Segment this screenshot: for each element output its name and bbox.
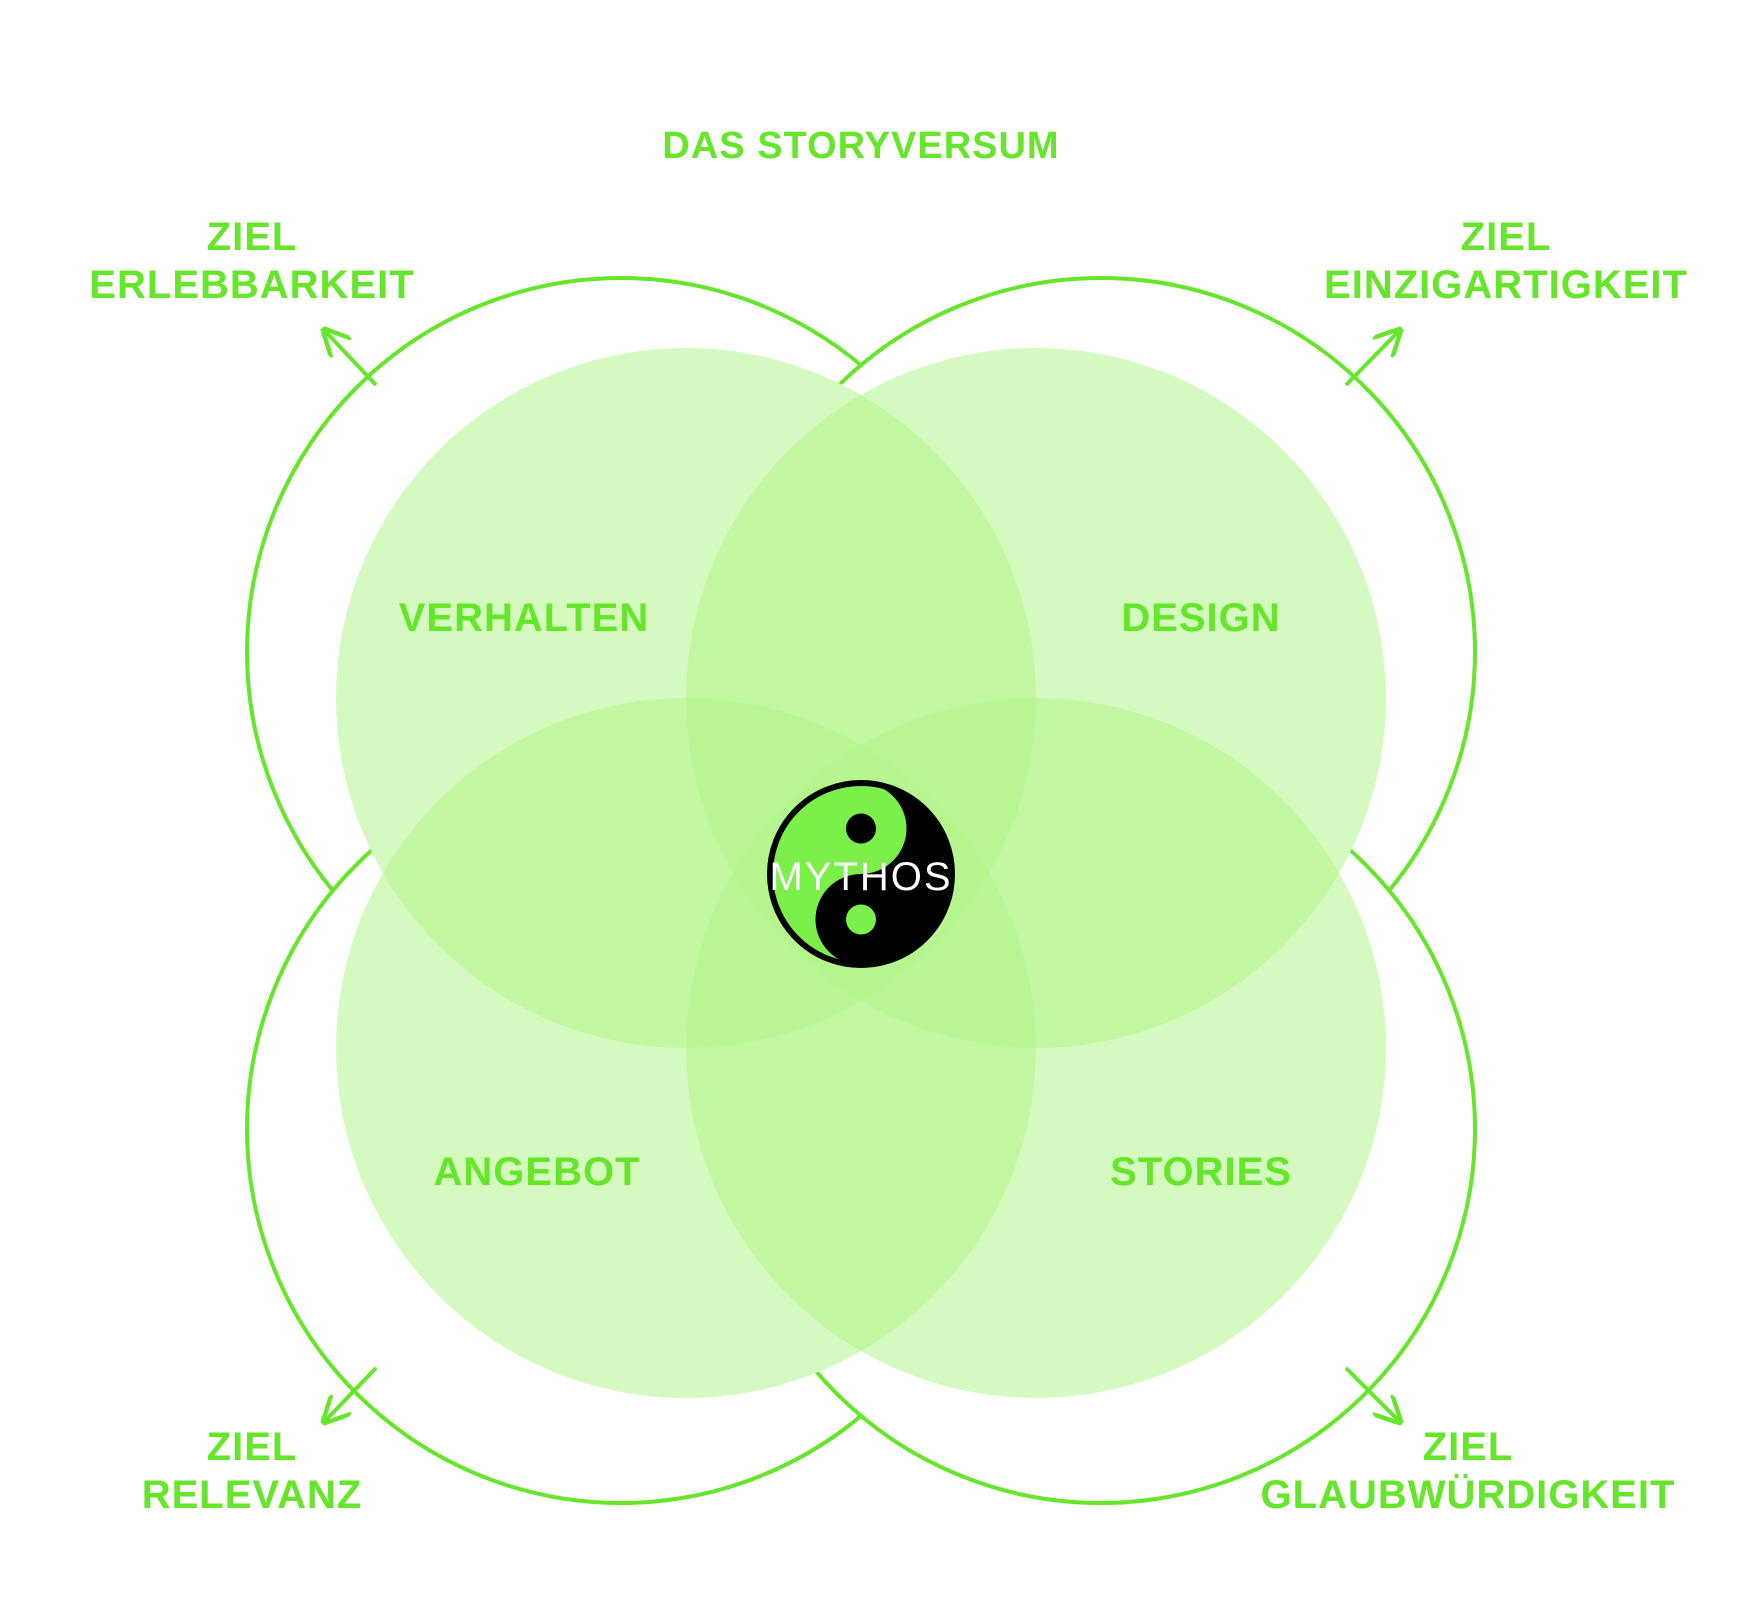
goal-labels: ZIEL ERLEBBARKEIT ZIEL EINZIGARTIGKEIT Z… — [89, 215, 1688, 1517]
venn-circle-stories — [686, 698, 1386, 1398]
goal-top-left-line1: ZIEL — [207, 215, 298, 259]
goal-arrows — [326, 332, 1398, 1420]
goal-bottom-left-line1: ZIEL — [207, 1425, 298, 1469]
arrow-bottom-right — [1344, 1366, 1398, 1420]
area-labels: VERHALTEN DESIGN ANGEBOT STORIES — [399, 596, 1292, 1194]
diagram-title: DAS STORYVERSUM — [662, 125, 1059, 167]
area-label-stories: STORIES — [1110, 1150, 1292, 1194]
goal-bottom-left-line2: RELEVANZ — [142, 1473, 363, 1517]
goal-bottom-right-line2: GLAUBWÜRDIGKEIT — [1261, 1472, 1676, 1517]
area-label-angebot: ANGEBOT — [434, 1150, 641, 1194]
center-label: MYTHOS — [769, 855, 952, 899]
area-label-verhalten: VERHALTEN — [399, 596, 649, 640]
goal-top-right-line1: ZIEL — [1461, 215, 1552, 259]
area-label-design: DESIGN — [1121, 596, 1280, 640]
arrow-top-right — [1344, 332, 1398, 387]
arrow-bottom-left — [326, 1366, 378, 1420]
arrow-top-left — [326, 332, 378, 387]
goal-top-left-line2: ERLEBBARKEIT — [89, 263, 414, 307]
goal-bottom-right-line1: ZIEL — [1423, 1425, 1514, 1469]
yin-yang-icon — [767, 780, 955, 968]
goal-top-right-line2: EINZIGARTIGKEIT — [1324, 263, 1688, 307]
